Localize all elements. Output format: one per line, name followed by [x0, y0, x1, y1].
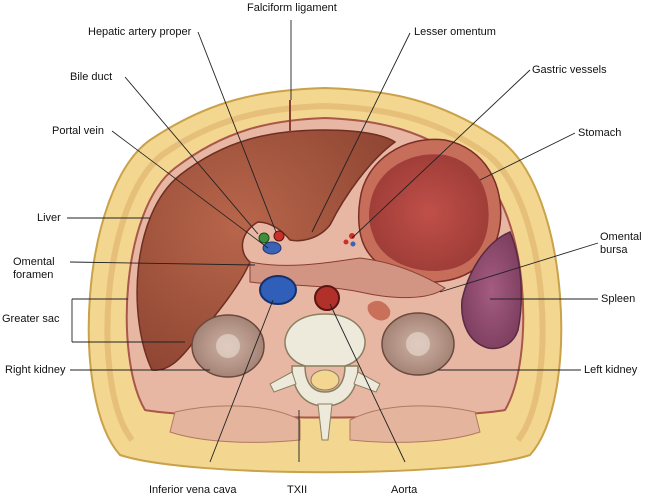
label-aorta: Aorta	[391, 484, 418, 496]
label-right-kidney: Right kidney	[5, 364, 66, 376]
label-bile-duct: Bile duct	[70, 71, 113, 83]
label-left-kidney: Left kidney	[584, 364, 638, 376]
spinal-canal	[310, 369, 340, 391]
inferior-vena-cava	[259, 275, 297, 305]
gastric-artery-2	[343, 239, 349, 245]
label-gastric-vessels: Gastric vessels	[532, 64, 607, 76]
spinous-process	[317, 403, 333, 441]
label-inferior-vena-cava: Inferior vena cava	[149, 484, 237, 496]
aorta	[314, 285, 340, 311]
label-greater-sac: Greater sac	[2, 313, 60, 325]
adrenal-gland	[367, 300, 391, 321]
left-kidney-pelvis	[406, 332, 430, 356]
leader-lines	[67, 20, 599, 463]
muscle-layer	[104, 102, 546, 442]
portal-vein	[262, 241, 282, 255]
gastric-artery	[349, 233, 355, 239]
label-portal-vein: Portal vein	[52, 125, 104, 137]
label-txii: TXII	[287, 484, 308, 496]
label-falciform-ligament: Falciform ligament	[247, 2, 337, 14]
label-omental-bursa: Omental bursa	[600, 231, 642, 256]
label-hepatic-artery-proper: Hepatic artery proper	[88, 26, 192, 38]
bile-duct	[258, 232, 270, 244]
label-stomach: Stomach	[578, 127, 622, 139]
label-spleen: Spleen	[601, 293, 636, 305]
back-muscles	[169, 405, 301, 443]
label-liver: Liver	[37, 212, 61, 224]
right-kidney-pelvis	[216, 334, 240, 358]
label-lesser-omentum: Lesser omentum	[414, 26, 496, 38]
vertebra-body	[284, 313, 366, 367]
gastric-vein	[350, 241, 356, 247]
label-omental-foramen: Omental foramen	[13, 256, 55, 281]
stomach-mucosa	[369, 154, 489, 271]
spleen	[461, 231, 523, 350]
transverse-process-right	[269, 371, 297, 393]
liver	[136, 129, 397, 371]
omental-bursa	[249, 257, 446, 299]
vertebra-arch	[291, 365, 359, 407]
hepatic-artery	[273, 230, 285, 242]
